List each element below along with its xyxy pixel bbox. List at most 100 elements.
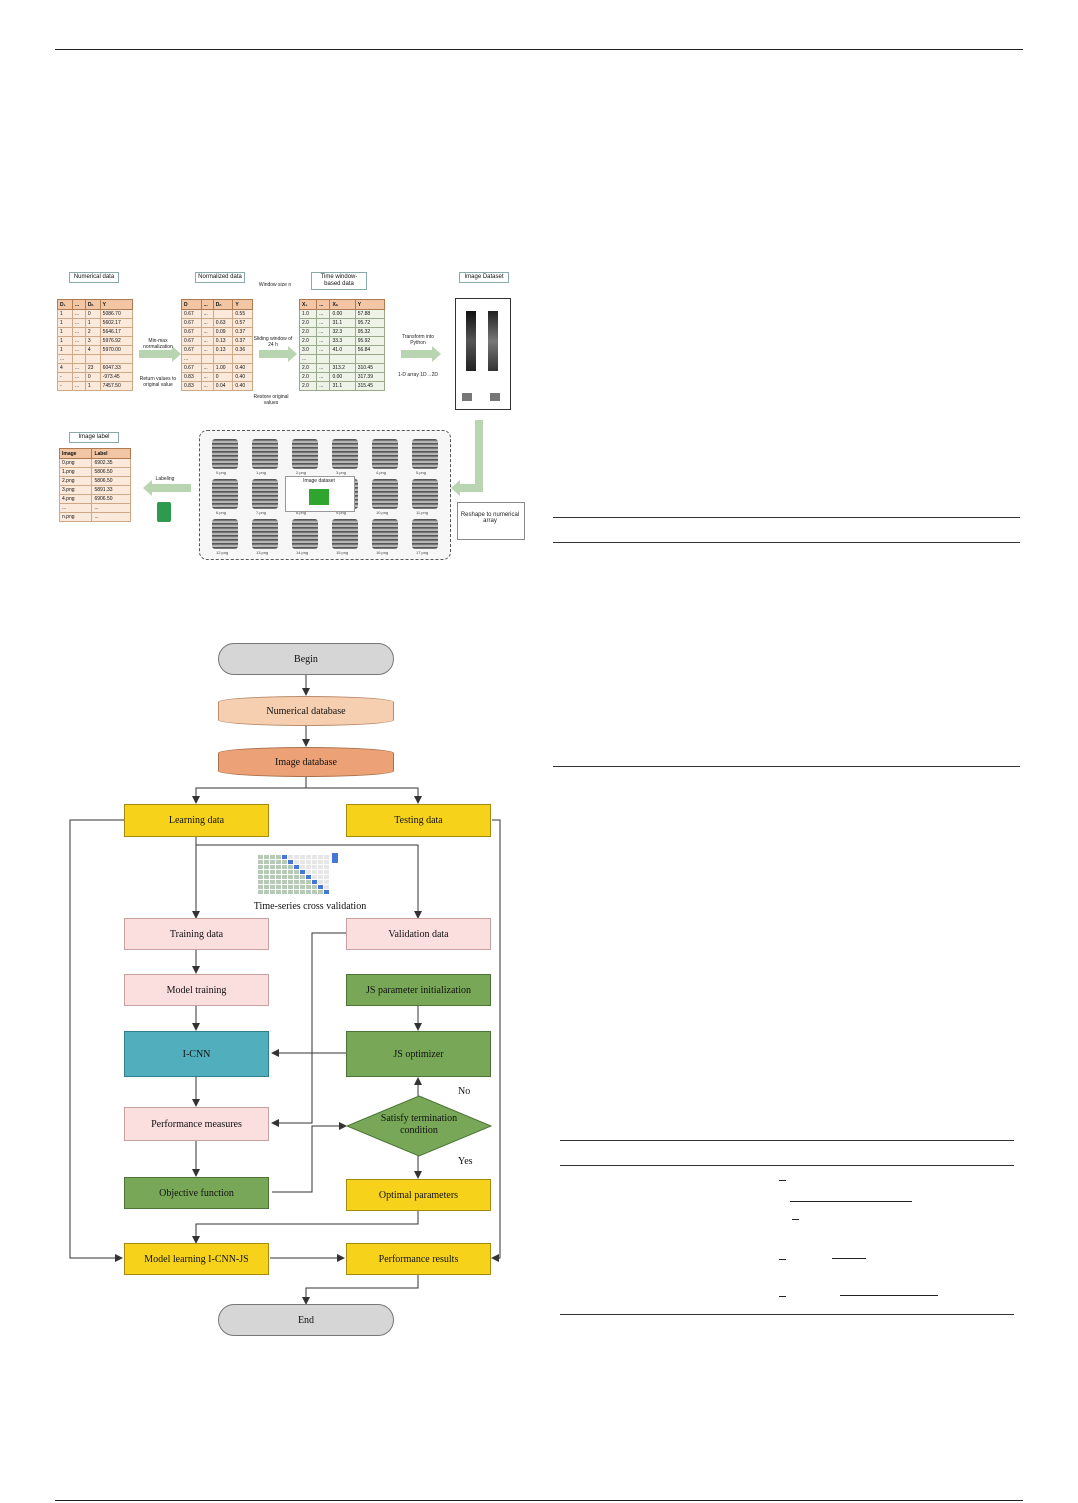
- csv-file-icon: [157, 502, 171, 522]
- image-grid-cell: [412, 479, 438, 509]
- cross-validation-grid: [258, 851, 358, 901]
- cv-cell: [276, 855, 281, 859]
- image-grid-caption: 0.png: [216, 470, 227, 475]
- image-grid-cell: [212, 479, 238, 509]
- table-cell: 7457.50: [99, 381, 134, 391]
- cv-cell: [282, 885, 287, 889]
- cv-cell: [258, 890, 263, 894]
- cv-cell: [300, 855, 305, 859]
- table1-bottom-rule: [553, 766, 1020, 767]
- restore-note: Restore original values: [253, 394, 289, 406]
- image-grid-caption: 6.png: [216, 510, 227, 515]
- image-grid-cell: [412, 519, 438, 549]
- image-grid-caption: 13.png: [256, 550, 269, 555]
- cv-cell: [300, 875, 305, 879]
- cv-cell: [270, 890, 275, 894]
- formula-bar-7: [840, 1295, 938, 1296]
- satisfy-label: Satisfy termination condition: [380, 1113, 458, 1136]
- sliding-window-note: Sliding window of 24 h: [253, 336, 293, 348]
- image-strip-2: [488, 311, 498, 371]
- image-grid-caption: 5.png: [416, 470, 427, 475]
- cv-cell: [282, 870, 287, 874]
- image-grid-caption: 9.png: [336, 510, 347, 515]
- cv-cell: [270, 865, 275, 869]
- cv-cell: [324, 870, 329, 874]
- end-node: End: [218, 1304, 394, 1336]
- numpy-note: 1-D array 1D→2D: [397, 372, 438, 378]
- table-cell: ...: [200, 381, 214, 391]
- table-cell: n.png: [58, 512, 93, 522]
- table2-top-rule: [560, 1140, 1014, 1141]
- footer-rule: [55, 1500, 1023, 1501]
- table-cell: ...: [316, 381, 331, 391]
- image-thumb-1: [462, 393, 472, 401]
- cv-cell: [324, 855, 329, 859]
- cv-cell: [306, 885, 311, 889]
- cv-cell: [324, 880, 329, 884]
- image-grid-caption: 17.png: [416, 550, 429, 555]
- cv-cell: [258, 885, 263, 889]
- cv-cell: [288, 885, 293, 889]
- cv-cell: [306, 865, 311, 869]
- cv-cell: [264, 885, 269, 889]
- image-grid-caption: 11.png: [416, 510, 428, 515]
- cv-cell: [312, 870, 317, 874]
- cv-cell: [282, 875, 287, 879]
- image-grid-cell: [372, 519, 398, 549]
- cv-cell: [282, 855, 287, 859]
- table-cell: ...: [91, 512, 131, 522]
- cv-cell: [270, 880, 275, 884]
- cv-cell: [264, 860, 269, 864]
- cv-cell: [276, 890, 281, 894]
- cv-cell: [258, 865, 263, 869]
- cv-cell: [264, 890, 269, 894]
- cv-cell: [318, 860, 323, 864]
- cv-cell: [294, 890, 299, 894]
- cv-cell: [282, 860, 287, 864]
- image-database-node: Image database: [218, 747, 394, 777]
- tscv-label: Time-series cross validation: [253, 901, 367, 912]
- cv-cell: [318, 885, 323, 889]
- cv-cell: [300, 880, 305, 884]
- cv-cell: [294, 855, 299, 859]
- image-grid-cell: [292, 439, 318, 469]
- cv-cell: [276, 875, 281, 879]
- js-init-node: JS parameter initialization: [346, 974, 491, 1006]
- cross-validation-legend: [332, 853, 338, 863]
- cv-cell: [288, 890, 293, 894]
- image-grid-caption: 16.png: [376, 550, 389, 555]
- formula-bar-4: [779, 1259, 786, 1260]
- cv-cell: [276, 860, 281, 864]
- cv-cell: [288, 880, 293, 884]
- numerical-data-title: Numerical data: [69, 272, 119, 283]
- header-rule: [55, 49, 1023, 50]
- cv-cell: [300, 885, 305, 889]
- folder-icon: [309, 489, 329, 505]
- cv-cell: [306, 880, 311, 884]
- image-thumb-2: [490, 393, 500, 401]
- image-grid-cell: [332, 519, 358, 549]
- validation-data-node: Validation data: [346, 918, 491, 950]
- objective-function-node: Objective function: [124, 1177, 269, 1209]
- table-cell: 0.40: [232, 381, 253, 391]
- cv-cell: [306, 890, 311, 894]
- model-training-node: Model training: [124, 974, 269, 1006]
- cv-cell: [312, 855, 317, 859]
- image-grid-cell: [252, 439, 278, 469]
- image-grid-caption: 10.png: [376, 510, 389, 515]
- cv-cell: [276, 880, 281, 884]
- cv-cell: [288, 860, 293, 864]
